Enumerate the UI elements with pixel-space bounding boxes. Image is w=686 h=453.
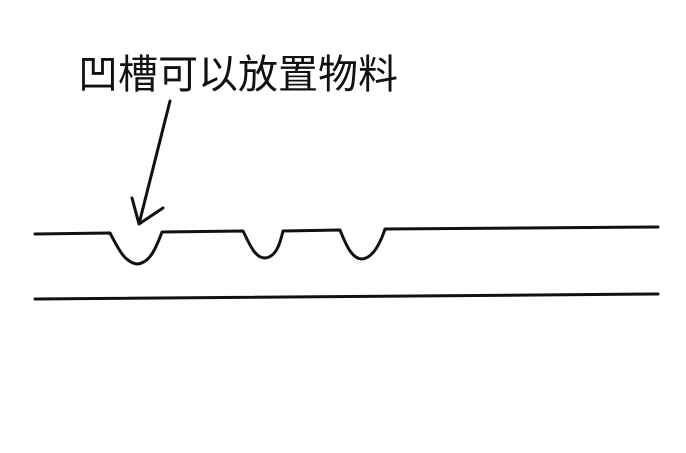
bottom-surface-line [33, 292, 660, 301]
annotation-arrow-line [138, 99, 172, 222]
top-surface-line [33, 225, 660, 266]
annotation-arrowhead [130, 196, 165, 226]
annotation-label: 凹槽可以放置物料 [78, 52, 398, 98]
